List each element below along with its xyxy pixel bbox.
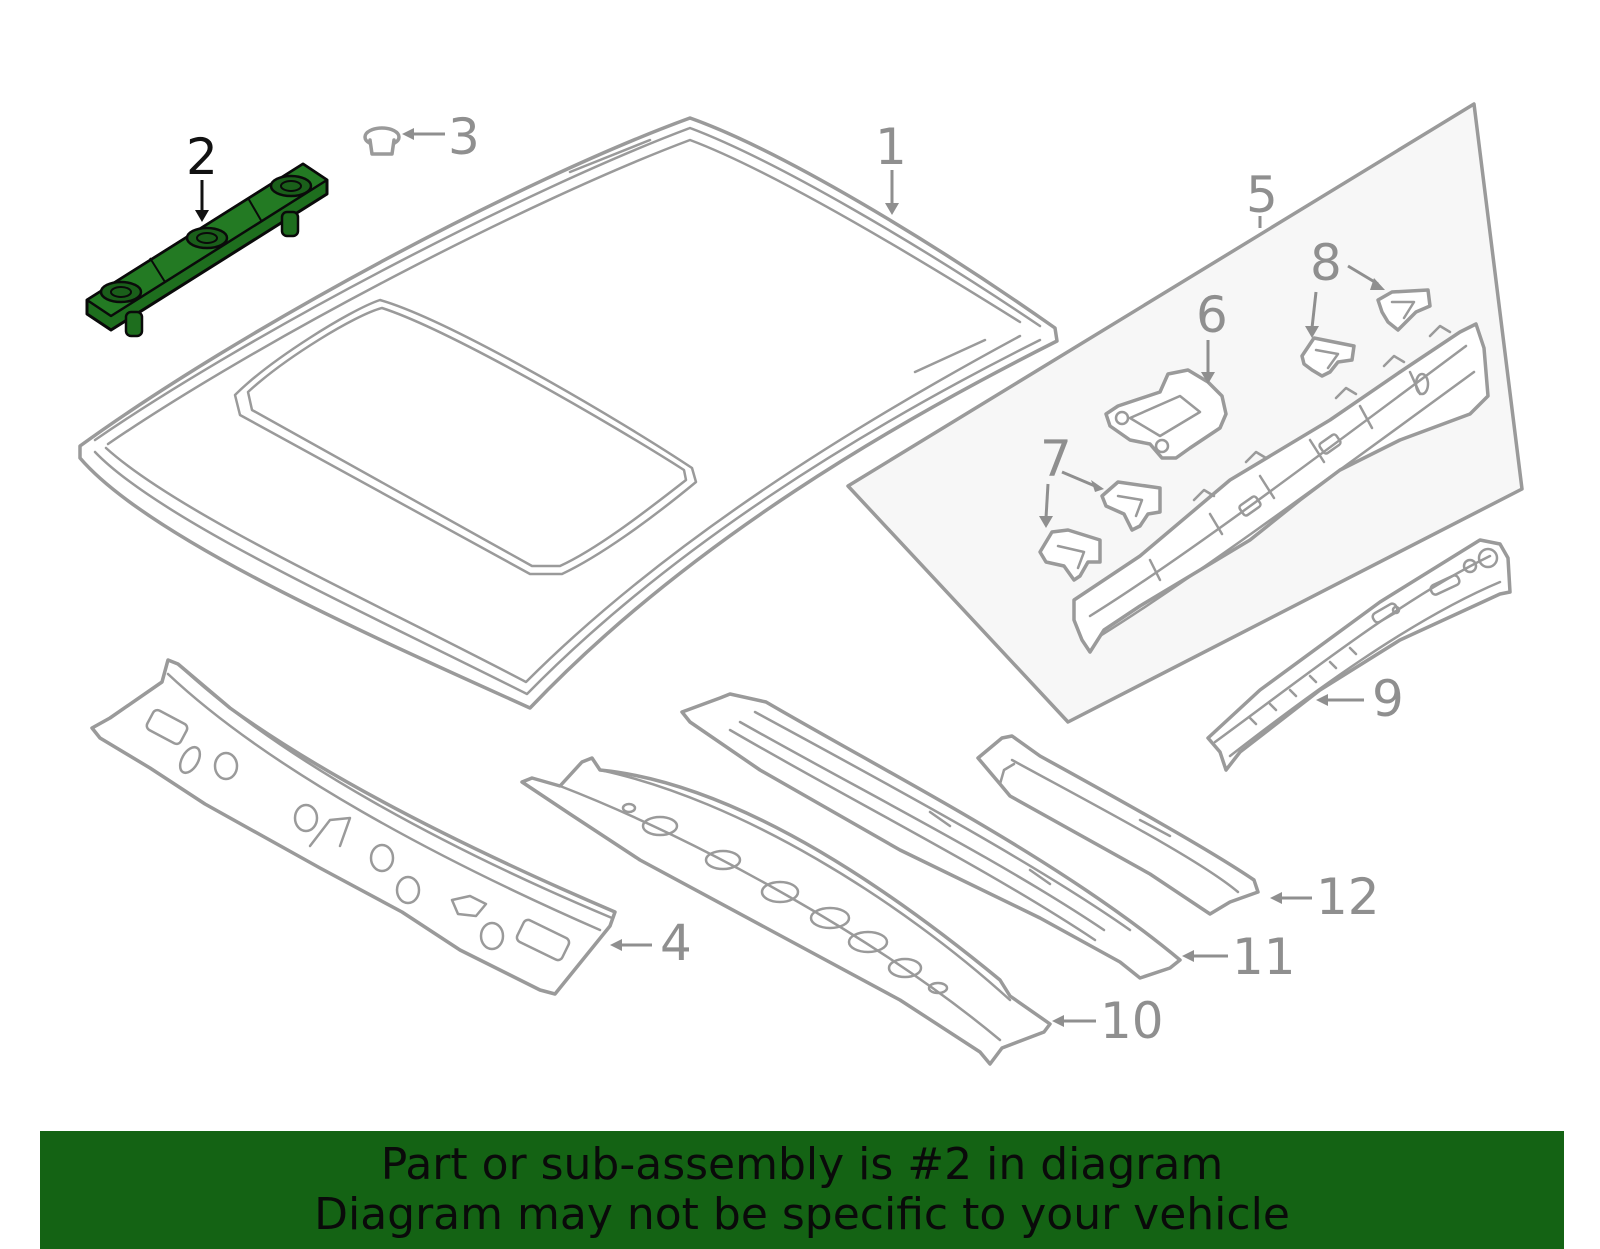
part-10-roof-bow[interactable]: [520, 756, 1052, 1066]
banner-line-2: Diagram may not be specific to your vehi…: [314, 1189, 1290, 1240]
part-7-bracket-lower[interactable]: [1038, 528, 1102, 582]
callout-7: 7: [1040, 430, 1072, 488]
part-11-roof-bow-center[interactable]: [680, 692, 1182, 980]
callout-1: 1: [875, 118, 907, 176]
callout-9: 9: [1372, 670, 1404, 728]
callout-12: 12: [1316, 868, 1380, 926]
banner-line-1: Part or sub-assembly is #2 in diagram: [380, 1139, 1224, 1190]
callout-5: 5: [1246, 166, 1278, 224]
callout-10: 10: [1100, 992, 1164, 1050]
callout-11: 11: [1232, 928, 1296, 986]
callout-4: 4: [660, 914, 692, 972]
part-1-roof-panel[interactable]: [78, 116, 1059, 710]
side-roof-rail[interactable]: [1072, 322, 1490, 654]
part-6-bracket[interactable]: [1104, 368, 1228, 460]
part-12-roof-bow-rear[interactable]: [976, 734, 1260, 916]
part-9-rear-rail[interactable]: [1206, 538, 1512, 772]
part-8-bracket-upper[interactable]: [1376, 288, 1432, 332]
part-4-front-header[interactable]: [90, 658, 617, 996]
info-banner: Part or sub-assembly is #2 in diagram Di…: [40, 1131, 1564, 1249]
callout-arrows: [195, 128, 1385, 1027]
callout-6: 6: [1196, 286, 1228, 344]
callout-8: 8: [1310, 234, 1342, 292]
part-3-clip[interactable]: [363, 126, 401, 156]
part-2-roof-bracket[interactable]: [85, 162, 329, 338]
callout-2: 2: [186, 128, 218, 186]
part-7-bracket-upper[interactable]: [1100, 480, 1162, 532]
part-8-bracket-lower[interactable]: [1300, 336, 1356, 378]
callout-3: 3: [448, 108, 480, 166]
